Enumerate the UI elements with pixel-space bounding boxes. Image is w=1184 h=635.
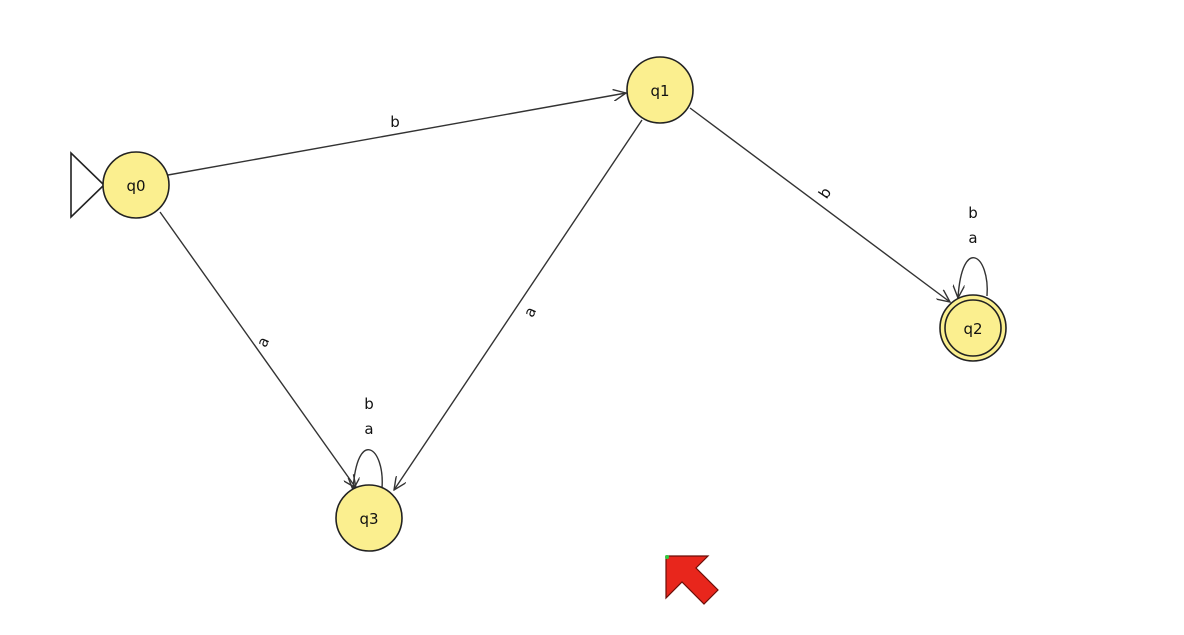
transition-label-q2-loop-b: b <box>968 204 978 222</box>
transition-q3-q3-loop[interactable]: b a <box>353 395 383 490</box>
transition-label-q3-loop-a: a <box>364 420 373 438</box>
transition-label-q1-q2: b <box>815 184 835 202</box>
state-q0[interactable]: q0 <box>102 151 170 219</box>
state-q3[interactable]: q3 <box>335 484 403 552</box>
transitions-layer: b a a b b a b a <box>159 93 988 490</box>
transition-q2-q2-loop[interactable]: b a <box>958 204 988 298</box>
final-state-ring <box>944 299 1002 357</box>
transition-q1-q3[interactable]: a <box>394 119 643 490</box>
state-q1[interactable]: q1 <box>626 56 694 124</box>
state-label-q2: q2 <box>963 320 982 338</box>
state-q2[interactable]: q2 <box>939 294 1007 362</box>
state-label-q3: q3 <box>359 510 378 528</box>
transition-label-q3-loop-b: b <box>364 395 374 413</box>
state-label-q1: q1 <box>650 82 669 100</box>
transition-label-q2-loop-a: a <box>968 229 977 247</box>
states-layer: q0 q1 q2 q3 <box>102 56 1007 552</box>
transition-label-q1-q3: a <box>520 304 540 320</box>
mouse-pointer-icon <box>665 555 719 605</box>
transition-q1-q2[interactable]: b <box>689 107 950 302</box>
transition-q0-q1[interactable]: b <box>167 93 626 176</box>
initial-state-marker-icon <box>70 151 106 219</box>
transition-label-q0-q1: b <box>390 113 400 131</box>
transition-q0-q3[interactable]: a <box>159 211 356 488</box>
state-label-q0: q0 <box>126 177 145 195</box>
cursor-hotspot <box>665 555 669 559</box>
